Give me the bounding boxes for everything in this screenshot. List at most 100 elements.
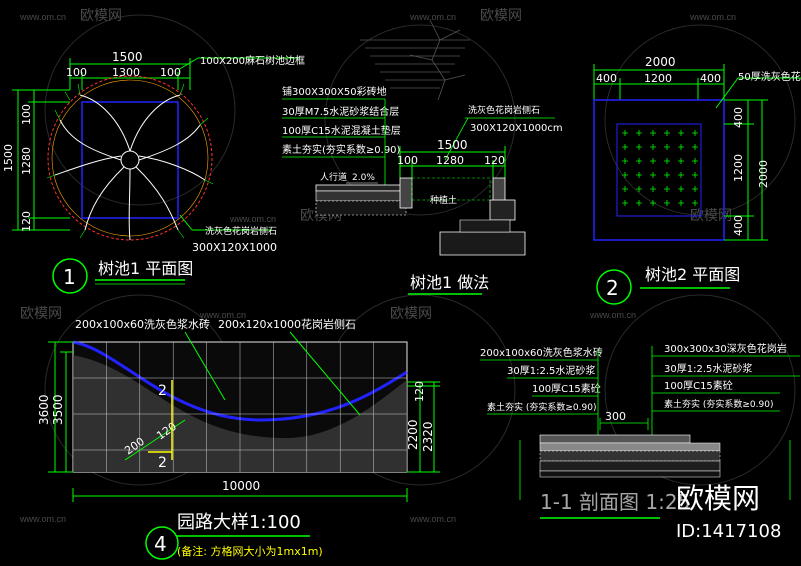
layer-leaders [282,98,386,200]
watermark-circle [324,24,516,216]
method-dims [399,146,506,178]
dim-a: 100 [397,154,418,167]
canopy-ring-inner [51,79,209,237]
canopy-ring [47,75,213,241]
tree-pit-2-plan: 2000 400 1200 400 400 1200 400 2000 50厚洗… [593,55,801,305]
tree-sketch [360,19,470,101]
dim-total: 2000 [645,55,676,69]
watermark-circle [604,294,796,486]
title: 树池1 平面图 [98,259,193,278]
hatch-cross [692,158,698,164]
side-b: 1280 [20,147,33,175]
hatch-cross [678,130,684,136]
road-plan: 200x100x60洗灰色浆水砖 200x120x1000花岗岩侧石 10000… [37,317,440,560]
dim-right: 100 [160,66,181,79]
dim-c: 120 [484,154,505,167]
dim-width: 10000 [222,479,260,493]
sidewalk: 人行道 [320,171,347,183]
hatch-cross [622,200,628,206]
curb-curve [72,340,408,422]
hatch-cross [636,144,642,150]
watermark-url: www.om.cn [689,12,736,22]
dim-lines-top [593,64,725,100]
hatch-cross [650,200,656,206]
hatch-cross [622,172,628,178]
dim-b: 1280 [436,154,464,167]
dim: 300 [605,410,626,423]
hatch-cross [650,130,656,136]
title-circle [52,258,88,294]
hatch-cross [692,144,698,150]
layer-4: 素土夯实(夯实系数≥0.90) [282,143,401,156]
hatch-cross [664,200,670,206]
title: 树池2 平面图 [645,265,740,284]
dim-r2: 2320 [421,421,435,452]
label-1: 200x100x60洗灰色浆水砖 [75,317,210,331]
hatch-cross [636,158,642,164]
section-mark-2: 2 [158,455,167,471]
pit-frame [81,101,179,219]
curb-1: 洗灰色花岗岩侧石 [468,104,540,116]
planting-hatch [622,130,698,206]
badge-id: ID:1417108 [676,521,781,542]
hatch-cross [664,130,670,136]
tree-symbol [54,94,206,241]
right-2: 30厚1:2.5水泥砂浆 [664,362,752,375]
curb-2: 300X120X1000cm [470,123,563,134]
watermark-brand: 欧模网 [480,7,522,23]
hatch-cross [636,186,642,192]
watermark-url: www.om.cn [409,514,456,524]
layer-3: 100厚C15水泥混凝土垫层 [282,124,401,137]
leader-top [177,57,199,71]
leader-bottom [179,214,193,231]
hatch-cross [678,172,684,178]
dim-mid: 1300 [112,66,140,79]
left-1: 200x100x60洗灰色浆水砖 [480,346,603,359]
slope: 2.0% [352,173,375,183]
road-grid [72,341,408,472]
hatch-cross [664,158,670,164]
watermark-url: www.om.cn [589,310,636,320]
tree-pit-1-method: 铺300X300X50彩砖地 30厚M7.5水泥砂浆结合层 100厚C15水泥混… [282,85,563,295]
hatch-cross [678,158,684,164]
layer-1: 铺300X300X50彩砖地 [282,85,387,98]
dim-lines-right [724,99,768,241]
watermark-url: www.om.cn [19,514,66,524]
hatch-cross [664,186,670,192]
watermark-brand: 欧模网 [390,305,432,321]
dim-left: 100 [66,66,87,79]
hatch-cross [622,158,628,164]
dim-total: 1500 [112,50,143,64]
label-top: 100X200麻石树池边框 [200,54,305,67]
hatch-cross [636,130,642,136]
section-layers [539,434,721,478]
badge-brand: 欧模网 [676,482,760,515]
leader-1 [184,331,226,401]
hatch-cross [622,186,628,192]
curb-leader-diag [444,117,469,161]
hatch-cross [636,172,642,178]
tree-pit-1-plan: 1500 100 1300 100 1500 100 1280 120 [2,50,305,294]
hatch-cross [678,186,684,192]
title-num: 4 [154,532,167,556]
side-c: 120 [20,211,33,232]
side-a: 400 [732,107,745,128]
hatch-cross [622,144,628,150]
dim-r3: 120 [413,381,426,402]
hatch-cross [664,172,670,178]
dim-r1: 2200 [406,419,420,450]
label-bottom-2: 300X120X1000 [192,241,277,254]
side-a: 100 [20,104,33,125]
label-leader [715,77,739,109]
side-total: 2000 [757,160,770,188]
title-circle [145,526,179,560]
watermark-url: www.om.cn [199,310,246,320]
left-4: 素土夯实 (夯实系数≥0.90) [487,401,596,413]
title-num: 2 [606,276,619,300]
side-b: 1200 [732,154,745,182]
watermark-brand: 欧模网 [690,207,732,223]
hatch-cross [650,172,656,178]
dim-lines-top [69,58,191,90]
label-bottom-1: 洗灰色花岗岩侧石 [205,225,277,237]
